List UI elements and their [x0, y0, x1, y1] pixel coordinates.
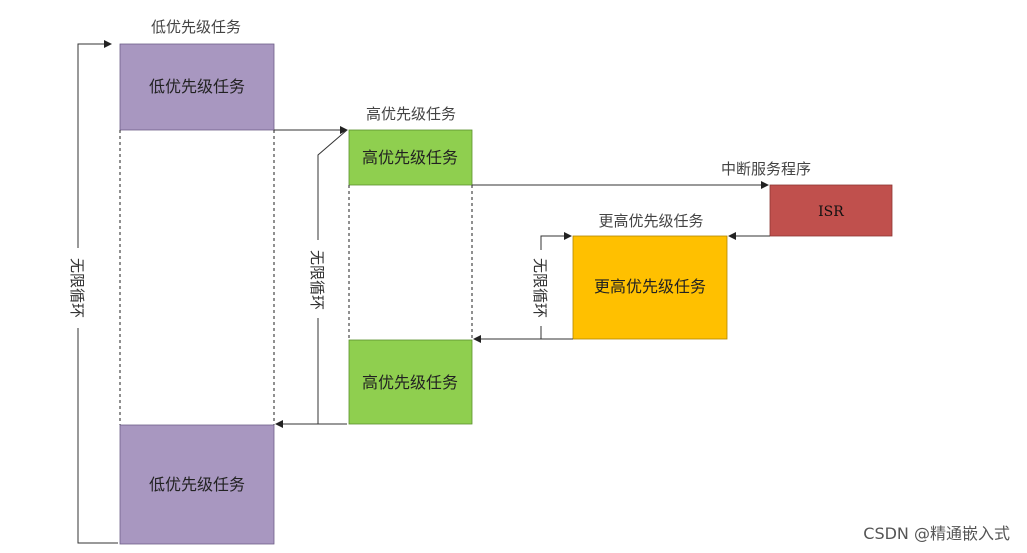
isr-label: ISR	[818, 204, 844, 220]
watermark: CSDN @精通嵌入式	[863, 524, 1010, 543]
low-task-bottom-box	[119, 424, 275, 545]
outer-loop-label: 无限循环	[68, 258, 86, 318]
isr-box	[769, 184, 893, 237]
low-task-bottom-label: 低优先级任务	[149, 475, 245, 494]
high-task-bottom-box	[348, 339, 473, 425]
middle-loop-bracket: 无限循环	[308, 129, 348, 425]
high-task-bottom-label: 高优先级任务	[362, 373, 458, 392]
low-task-top-box	[119, 43, 275, 131]
low-task-top-caption: 低优先级任务	[151, 18, 241, 36]
higher-task-caption: 更高优先级任务	[598, 212, 703, 230]
higher-task-label: 更高优先级任务	[594, 277, 706, 296]
outer-loop-bracket: 无限循环	[68, 40, 118, 544]
inner-loop-bracket: 无限循环	[531, 232, 572, 340]
high-task-top-label: 高优先级任务	[362, 148, 458, 167]
inner-loop-label: 无限循环	[531, 258, 549, 318]
middle-loop-label: 无限循环	[308, 250, 326, 310]
low-task-top-label: 低优先级任务	[149, 77, 245, 96]
higher-task-box	[572, 235, 728, 340]
high-task-top-box	[348, 129, 473, 186]
isr-caption: 中断服务程序	[721, 160, 811, 178]
high-task-caption: 高优先级任务	[366, 105, 456, 123]
